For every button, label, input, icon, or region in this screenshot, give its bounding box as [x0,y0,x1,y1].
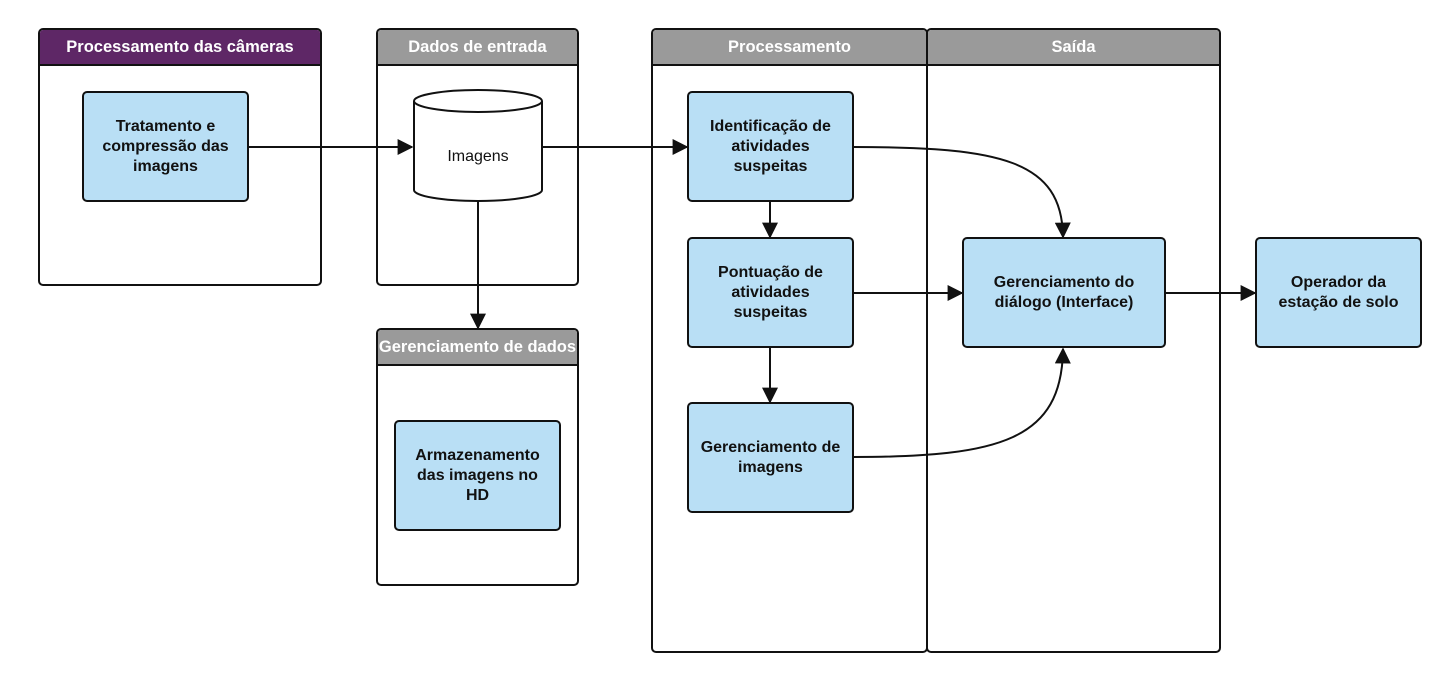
node-identification[interactable]: Identificação de atividades suspeitas [687,91,854,202]
lane-input-data-title: Dados de entrada [378,30,577,66]
node-identification-label: Identificação de atividades suspeitas [710,117,831,175]
images-database-label: Imagens [447,148,509,165]
edge-identification-to-dialog [852,146,1071,239]
node-scoring[interactable]: Pontuação de atividades suspeitas [687,237,854,348]
lane-cameras-title: Processamento das câmeras [40,30,320,66]
node-dialog-management-label: Gerenciamento do diálogo (Interface) [993,273,1135,311]
node-image-management-label: Gerenciamento de imagens [700,438,841,476]
node-operator[interactable]: Operador da estação de solo [1255,237,1422,348]
lane-output-title: Saída [928,30,1219,66]
lane-data-management-title: Gerenciamento de dados [378,330,577,366]
node-operator-label: Operador da estação de solo [1278,273,1399,311]
node-storage-label: Armazenamento das imagens no HD [415,446,540,504]
node-scoring-label: Pontuação de atividades suspeitas [718,263,823,321]
edge-image-management-to-dialog [852,347,1071,458]
images-database[interactable]: Imagens [414,112,542,202]
node-treatment[interactable]: Tratamento e compressão das imagens [82,91,249,202]
node-dialog-management[interactable]: Gerenciamento do diálogo (Interface) [962,237,1166,348]
node-treatment-label: Tratamento e compressão das imagens [102,117,229,175]
lane-processing-title: Processamento [653,30,926,66]
node-storage[interactable]: Armazenamento das imagens no HD [394,420,561,531]
node-image-management[interactable]: Gerenciamento de imagens [687,402,854,513]
database-cylinder-icon [413,89,543,202]
